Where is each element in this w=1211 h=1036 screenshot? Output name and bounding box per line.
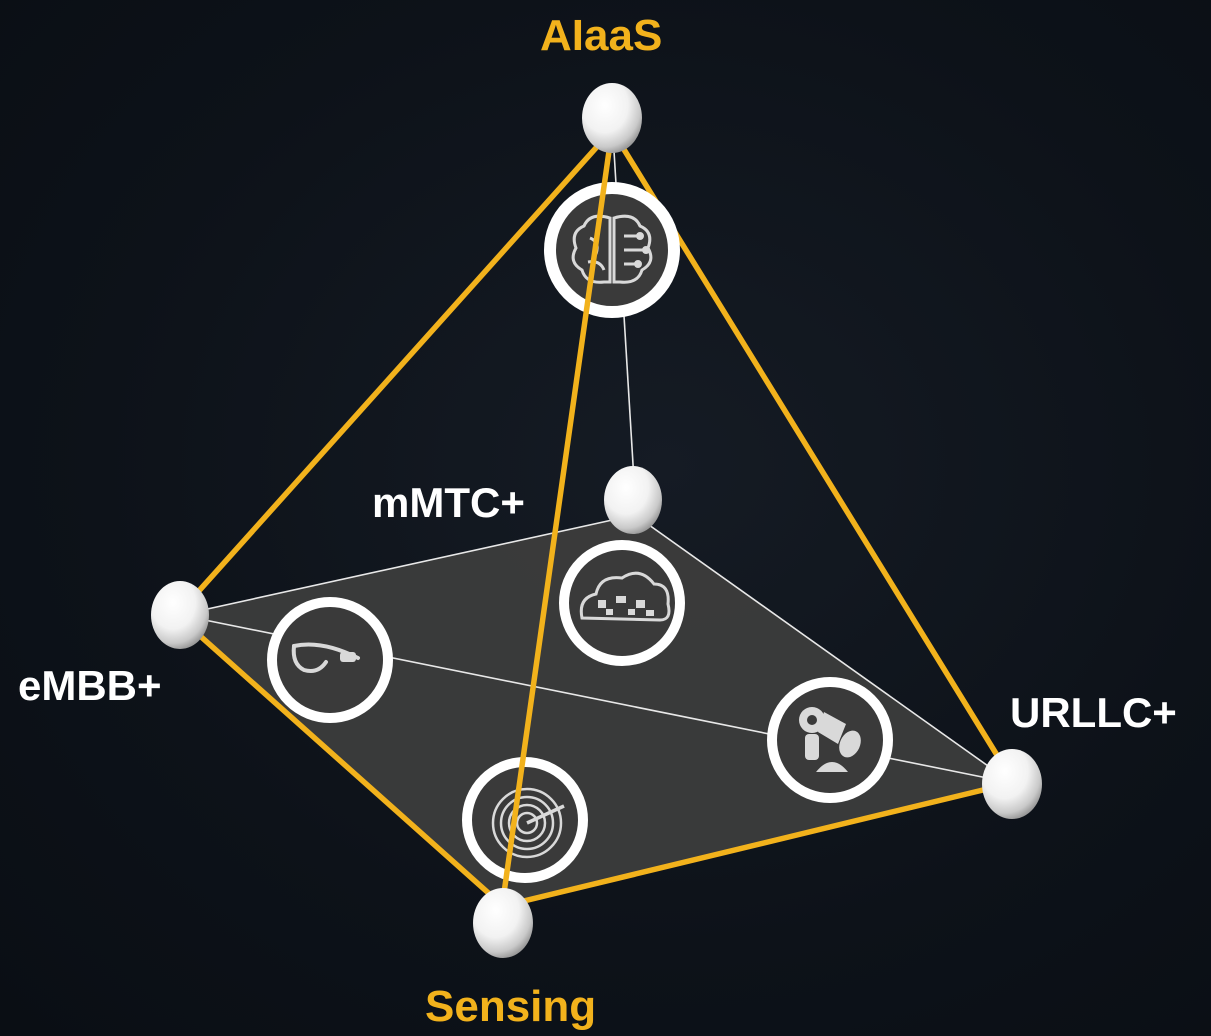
node-back	[604, 466, 662, 534]
smart-glasses-icon	[291, 642, 360, 673]
vertex-label-right: URLLC+	[1010, 689, 1177, 736]
vertex-label-back: mMTC+	[372, 479, 525, 526]
edge-top-bottom	[500, 127, 615, 903]
edge-back-right	[634, 514, 1013, 784]
node-right	[982, 749, 1042, 819]
node-top	[582, 83, 642, 153]
radar-icon	[491, 787, 565, 859]
vertex-nodes	[151, 83, 1042, 958]
vertex-label-left: eMBB+	[18, 662, 162, 709]
pyramid-edges	[177, 127, 1015, 909]
edge-top-left	[177, 127, 615, 615]
edge-left-bottom	[177, 615, 506, 909]
icon-sensing-disc	[462, 757, 588, 883]
base-plane	[180, 515, 1012, 906]
edge-bottom-right	[500, 780, 1015, 909]
edge-left-back	[179, 514, 636, 616]
robot-arm-icon	[799, 707, 861, 772]
icon-robot-disc	[767, 677, 893, 803]
icon-iot-disc	[559, 540, 685, 666]
vertex-label-bottom: Sensing	[425, 982, 597, 1031]
node-left	[151, 581, 209, 649]
vertex-label-top: AIaaS	[540, 11, 663, 60]
icon-xr-disc	[267, 597, 393, 723]
iot-cloud-icon	[579, 571, 671, 622]
node-bottom	[473, 888, 533, 958]
icon-ai-disc	[544, 182, 680, 318]
